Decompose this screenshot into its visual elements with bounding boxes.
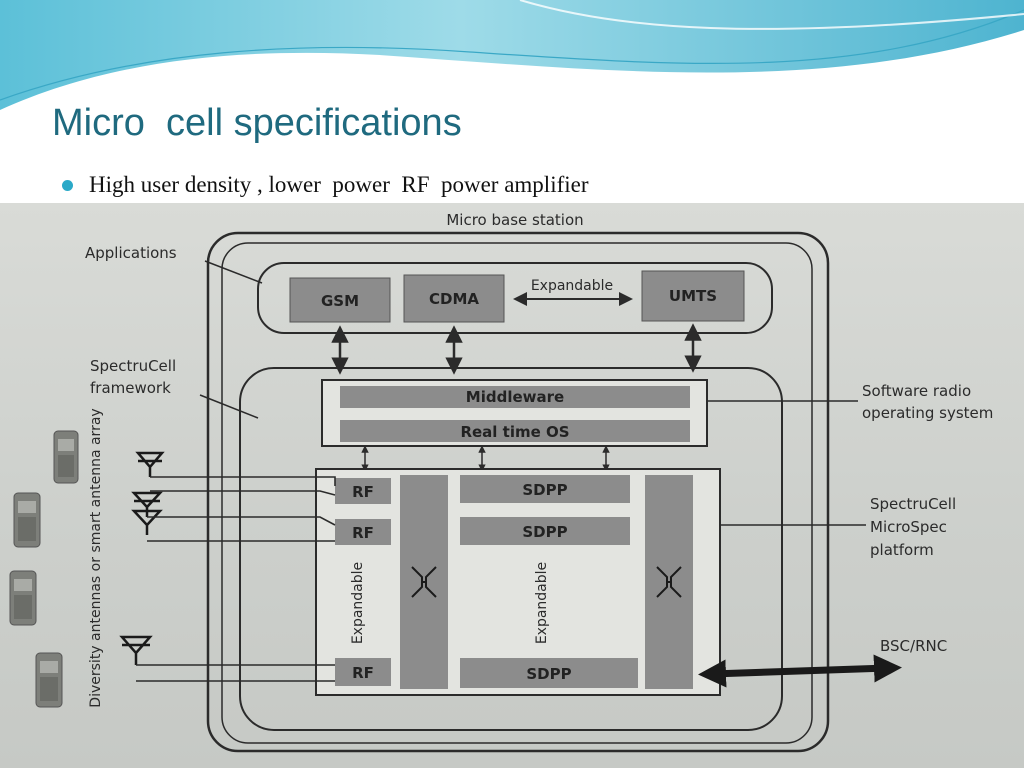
- rf-box-1: [335, 478, 391, 504]
- antenna-array-label: Diversity antennas or smart antenna arra…: [88, 408, 104, 707]
- umts-box: [641, 270, 745, 322]
- rf-expandable-label: Expandable: [350, 562, 366, 644]
- rtos-label: Real time OS: [460, 423, 569, 441]
- rf-box-2: [335, 519, 391, 545]
- framework-label-line1: SpectruCell: [90, 357, 176, 375]
- bullet-text: High user density , lower power RF power…: [89, 172, 589, 197]
- applications-label: Applications: [85, 244, 177, 262]
- software-radio-label-line1: Software radio: [862, 382, 971, 400]
- cdma-label: CDMA: [429, 290, 479, 308]
- mobile-phone-icon-3: [9, 570, 37, 626]
- bullet-icon: [62, 179, 73, 191]
- rf-box-3: [335, 658, 391, 686]
- platform-label-line2: MicroSpec: [870, 518, 947, 536]
- bsc-rnc-arrow: [698, 654, 902, 688]
- gsm-box: [289, 277, 391, 323]
- antenna-icon-4: [119, 635, 153, 665]
- switch-icon-left: [411, 566, 437, 598]
- switch-icon-right: [656, 566, 682, 598]
- mobile-phone-icon-2: [13, 492, 41, 548]
- antenna-array: [119, 451, 165, 665]
- applications-box: [257, 262, 773, 334]
- antenna-feed-line-3: [147, 516, 336, 526]
- sdpp-label-1: SDPP: [522, 481, 567, 499]
- middleware-box: [340, 386, 690, 408]
- micro-base-station-diagram: Micro base station Applications GSM CDMA…: [9, 211, 993, 753]
- sdpp-box-3: [460, 658, 638, 688]
- rf-label-1: RF: [352, 483, 374, 501]
- antenna-feed-line-2: [150, 490, 336, 496]
- antenna-icon-3: [131, 509, 163, 535]
- applications-leader-line: [204, 260, 263, 284]
- sdpp-label-3: SDPP: [526, 665, 571, 683]
- rtos-box: [340, 420, 690, 442]
- rf-label-3: RF: [352, 664, 374, 682]
- platform-label-line3: platform: [870, 541, 934, 559]
- umts-label: UMTS: [669, 287, 717, 305]
- framework-label-line2: framework: [90, 379, 171, 397]
- micro-base-station-label: Micro base station: [446, 211, 583, 229]
- micro-base-station-figure: Micro base station Applications GSM CDMA…: [0, 203, 1024, 768]
- header-wave-decoration: [0, 0, 1024, 114]
- rf-label-2: RF: [352, 524, 374, 542]
- sdpp-box-1: [460, 475, 630, 503]
- platform-label-line1: SpectruCell: [870, 495, 956, 513]
- spectrucell-framework-box: [239, 367, 783, 731]
- gsm-label: GSM: [321, 292, 359, 310]
- slide-title: Micro cell specifications: [52, 102, 462, 144]
- bsc-rnc-label: BSC/RNC: [880, 637, 947, 655]
- antenna-icon-1: [135, 451, 165, 477]
- middleware-label: Middleware: [466, 388, 564, 406]
- micro-base-station-box: [206, 231, 830, 753]
- antenna-feed-line-1: [150, 476, 336, 486]
- sdpp-box-2: [460, 517, 630, 545]
- bullet-item: High user density , lower power RF power…: [62, 170, 589, 200]
- micro-base-station-inner-box: [221, 242, 813, 744]
- applications-expandable-label: Expandable: [531, 278, 613, 294]
- sdpp-label-2: SDPP: [522, 523, 567, 541]
- mobile-phone-icon-1: [53, 430, 79, 484]
- cdma-box: [403, 274, 505, 323]
- mobile-phone-icon-4: [35, 652, 63, 708]
- software-radio-label-line2: operating system: [862, 404, 993, 422]
- sdpp-expandable-label: Expandable: [534, 562, 550, 644]
- framework-leader-line: [199, 394, 259, 419]
